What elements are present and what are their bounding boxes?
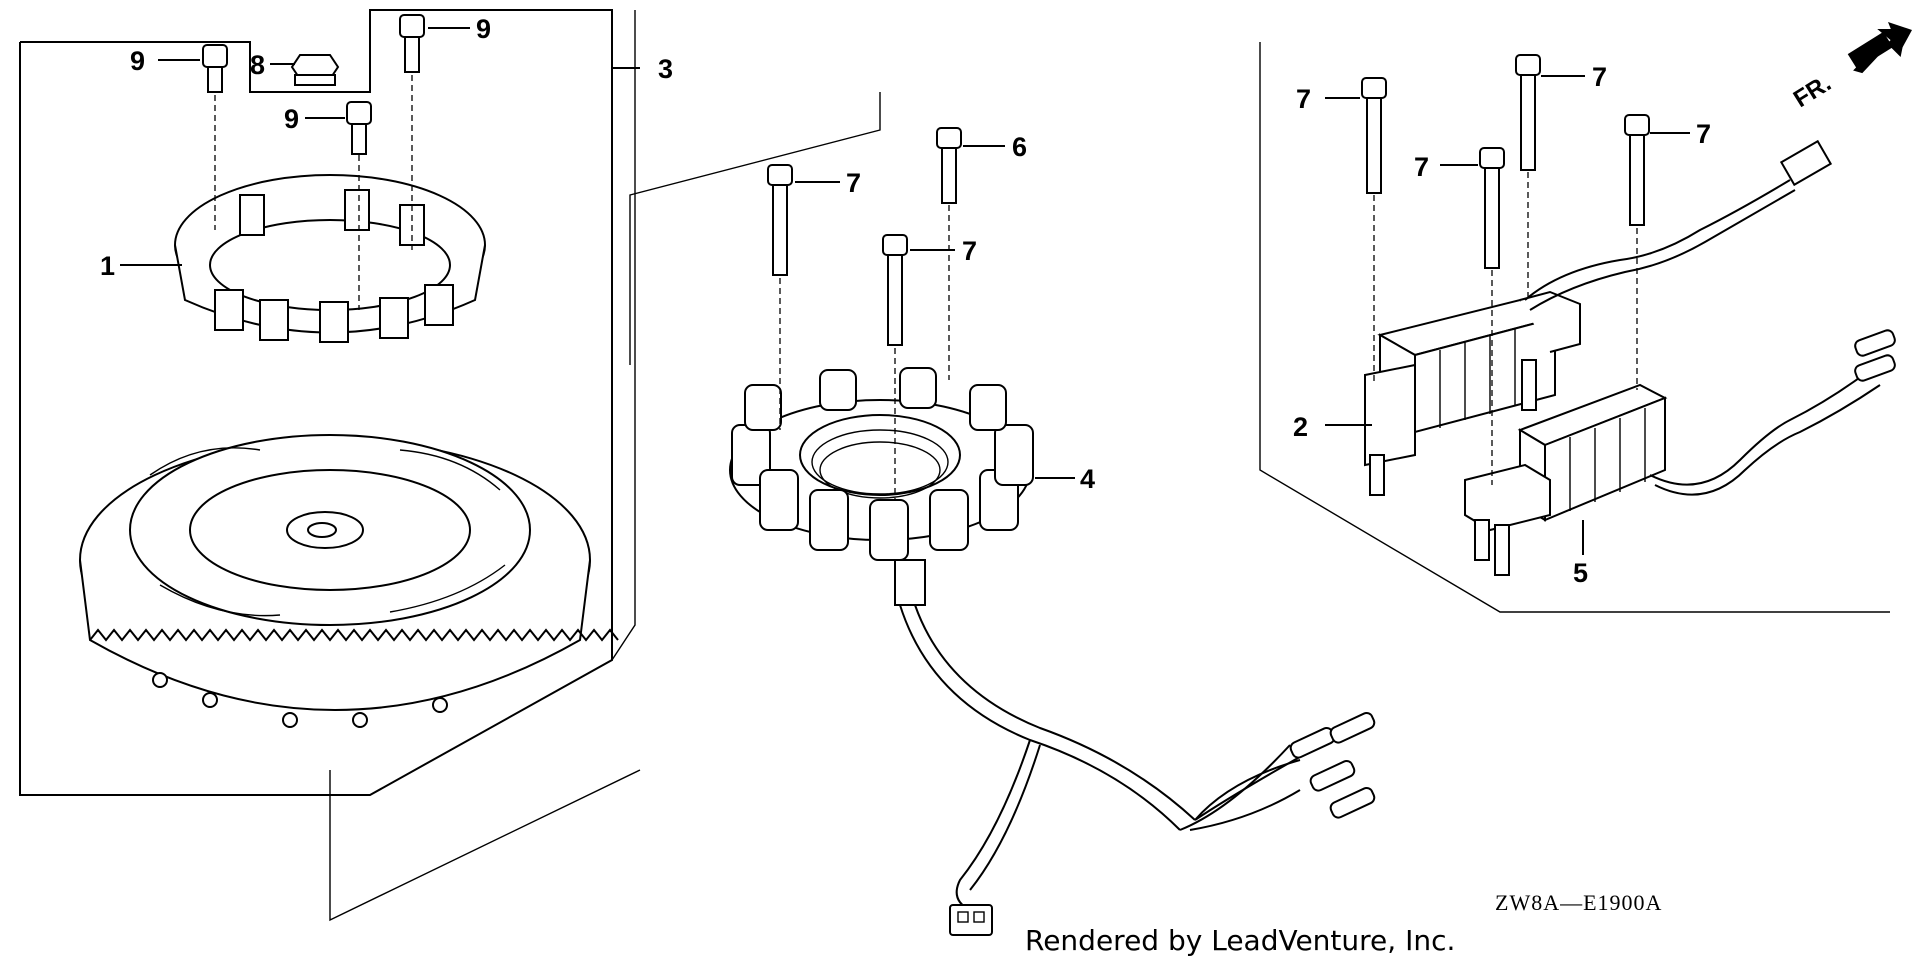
part-9-bolt-c <box>346 101 372 310</box>
part-6-bolt <box>936 127 962 380</box>
stator-harness <box>899 604 1376 936</box>
ignition-coil-group: FR. <box>1259 22 1912 613</box>
coil-bracket-outline <box>1259 42 1890 613</box>
callout-7c: 7 <box>1296 84 1311 114</box>
coil-5-terminal-b <box>1854 329 1896 357</box>
callout-8: 8 <box>250 50 265 80</box>
front-direction-label: FR. <box>1789 70 1836 113</box>
coil-5-lead-b <box>1654 384 1881 496</box>
coil-2-lead-b <box>1529 189 1796 311</box>
part-9-bolt-b <box>399 14 425 250</box>
part-7-bolt-a <box>767 164 793 430</box>
front-arrow-icon <box>1847 31 1893 70</box>
callout-7b: 7 <box>962 236 977 266</box>
callout-3: 3 <box>658 54 673 84</box>
callout-9a: 9 <box>130 46 145 76</box>
flywheel-axis-line <box>329 769 641 922</box>
diagram-code: ZW8A—E1900A <box>1495 890 1662 915</box>
part-1-ring <box>174 174 486 343</box>
stator-bracket-line <box>629 92 881 365</box>
callout-9b: 9 <box>476 14 491 44</box>
callout-6: 6 <box>1012 132 1027 162</box>
part-9-bolt-a <box>202 44 228 230</box>
assembly-bracket-inner <box>611 10 636 661</box>
callout-1: 1 <box>100 251 115 281</box>
part-8-nut <box>290 54 340 86</box>
part-2-ignition-coil <box>1364 290 1581 496</box>
part-7-bolt-d <box>1515 54 1541 300</box>
callout-7a: 7 <box>846 168 861 198</box>
callout-7e: 7 <box>1414 152 1429 182</box>
callout-7f: 7 <box>1696 119 1711 149</box>
front-direction-indicator: FR. <box>1789 22 1912 113</box>
callout-7d: 7 <box>1592 62 1607 92</box>
part-5-ignition-coil <box>1464 383 1668 576</box>
callout-2: 2 <box>1293 412 1308 442</box>
part-4-stator <box>729 367 1034 606</box>
coil-5-lead <box>1649 369 1871 486</box>
render-credit: Rendered by LeadVenture, Inc. <box>1025 924 1455 957</box>
stator-group: 7 6 7 4 <box>629 92 1376 936</box>
part-7-bolt-e <box>1479 147 1505 485</box>
part-7-bolt-c <box>1361 77 1387 385</box>
coil-2-lead <box>1524 179 1791 301</box>
callout-5: 5 <box>1573 558 1588 588</box>
part-7-bolt-b <box>882 234 908 500</box>
flywheel-assembly-group: 9 8 9 9 1 3 <box>19 9 673 922</box>
coil-5-terminal-a <box>1854 354 1896 382</box>
part-3-flywheel <box>79 434 619 728</box>
coil-2-connector <box>1779 139 1833 187</box>
callout-4: 4 <box>1080 464 1095 494</box>
assembly-bracket-outline <box>19 9 613 796</box>
part-7-bolt-f <box>1624 114 1650 390</box>
callout-9c: 9 <box>284 104 299 134</box>
